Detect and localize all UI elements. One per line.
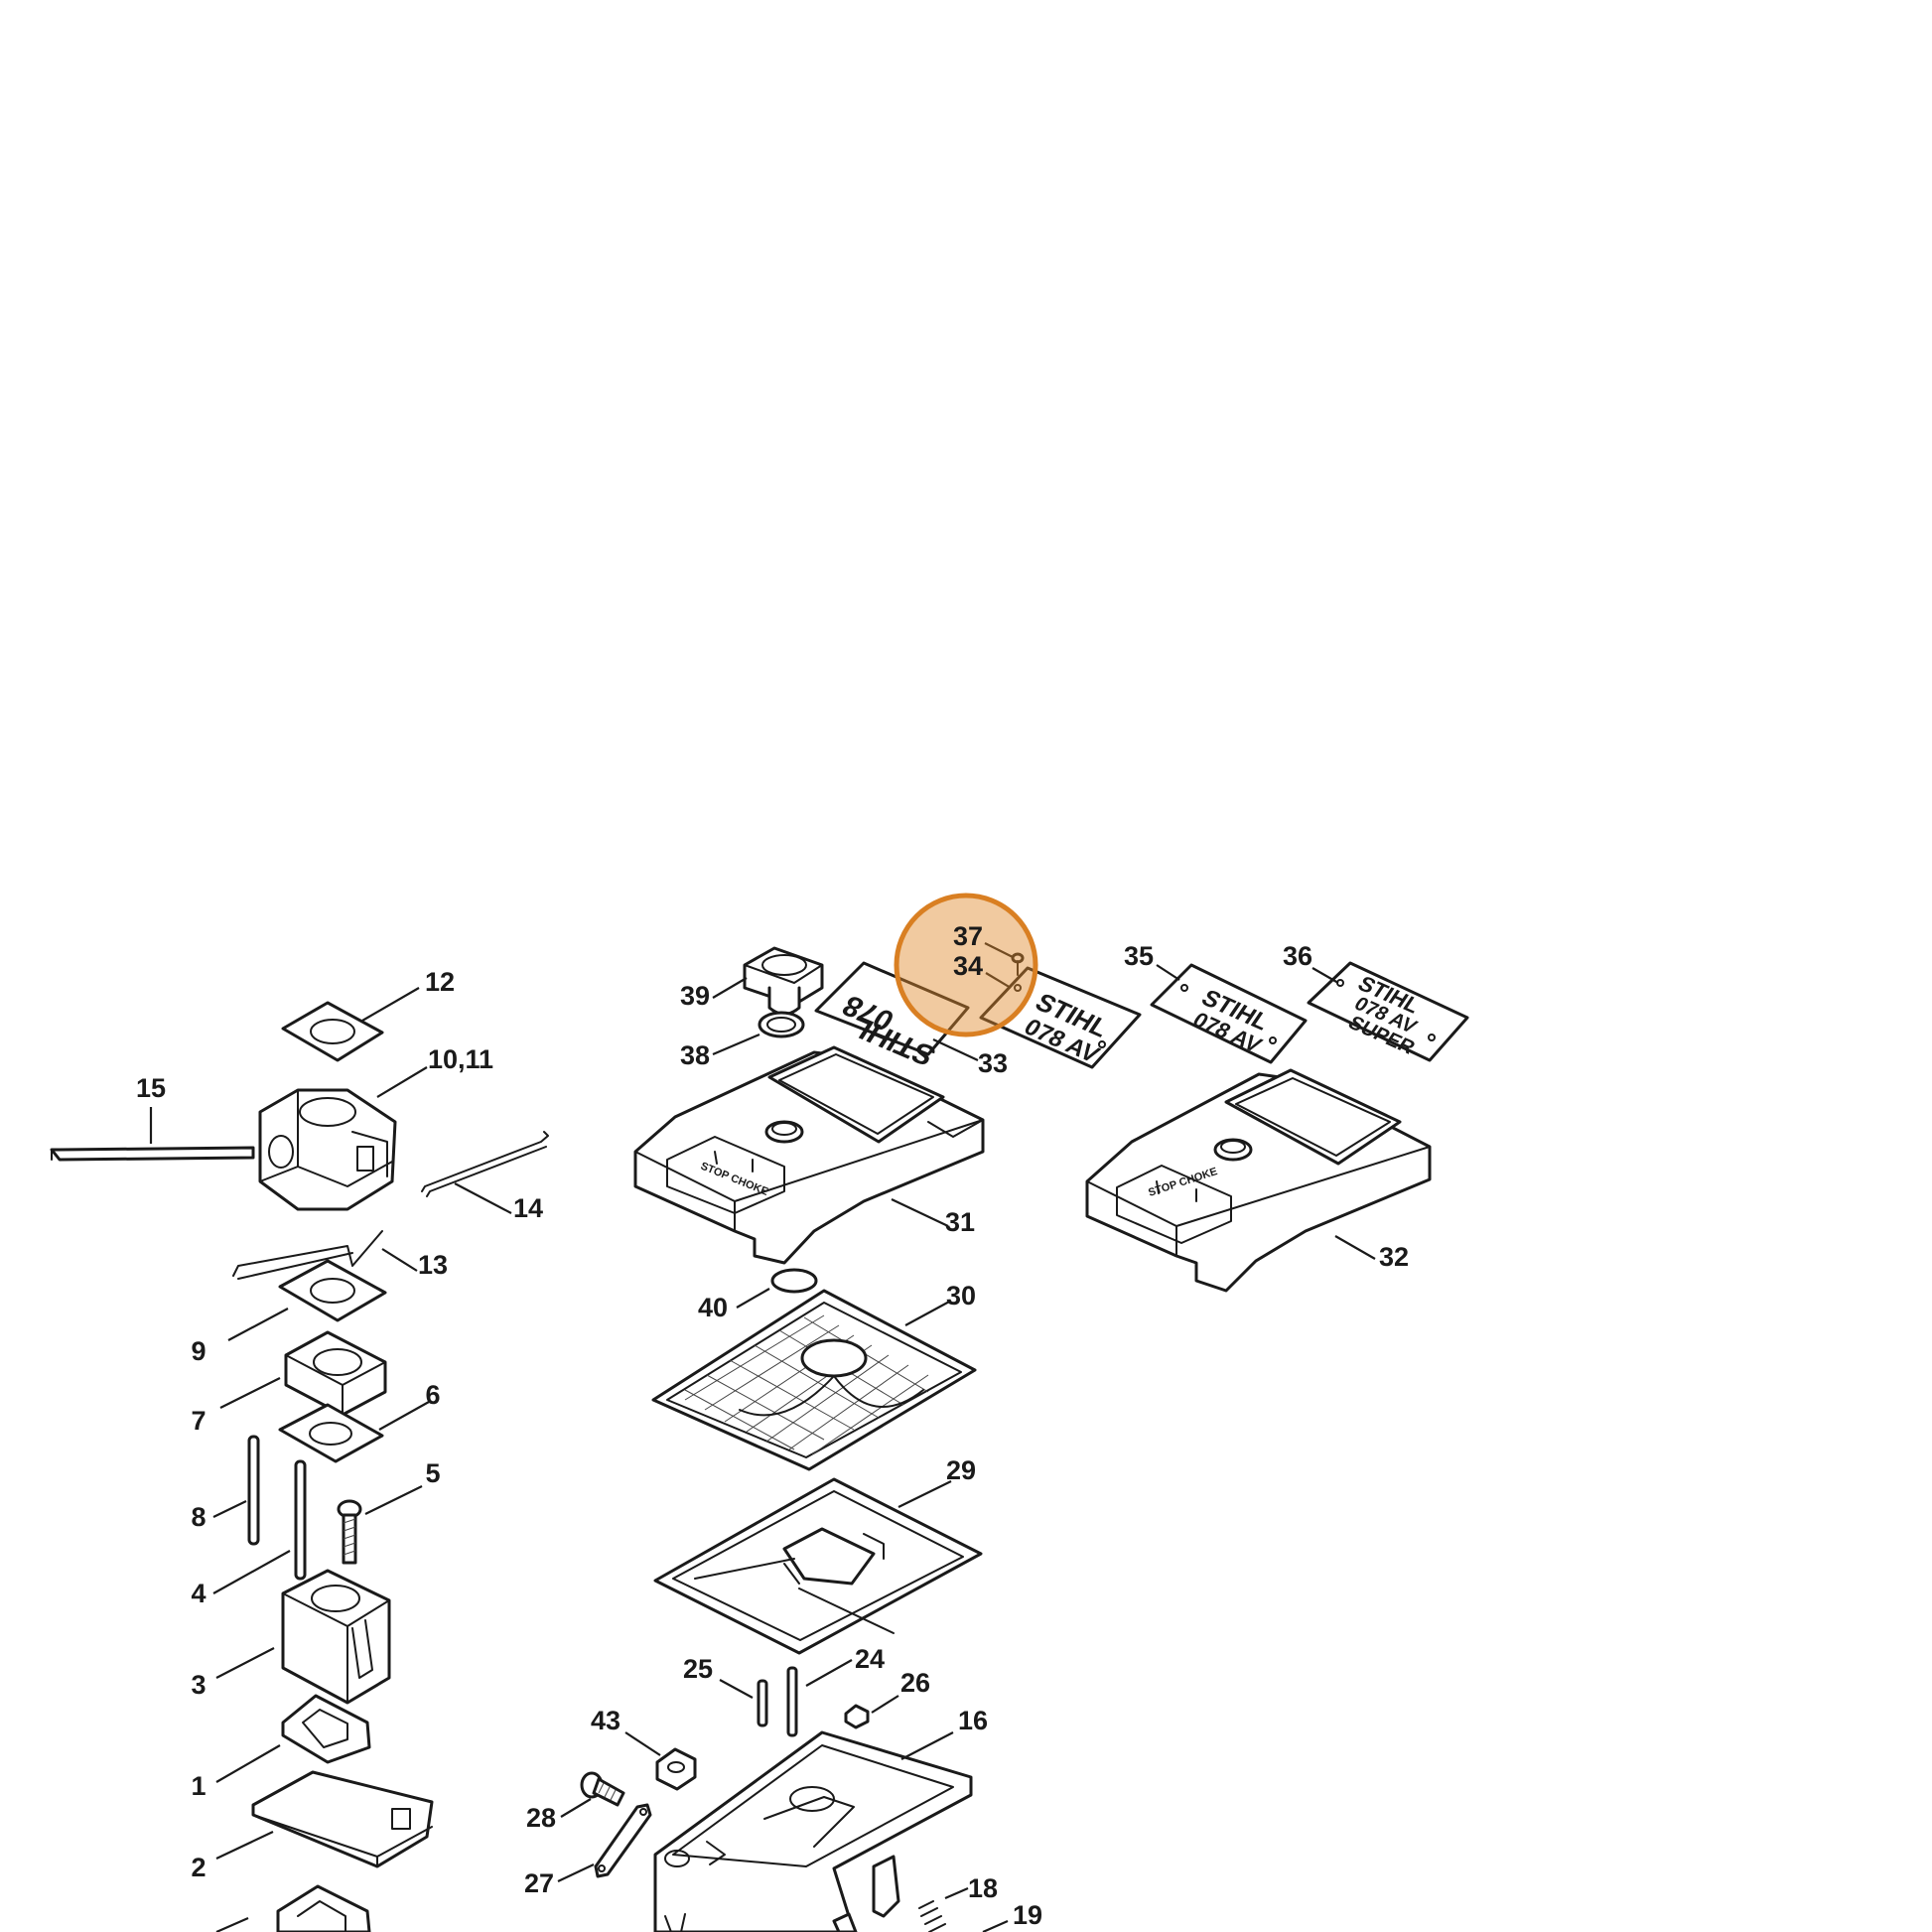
part-38-ring — [758, 1011, 805, 1038]
callout-6: 6 — [425, 1380, 440, 1410]
part-24-pin — [786, 1666, 798, 1737]
part-16-base-plate — [653, 1730, 973, 1932]
callout-35: 35 — [1124, 941, 1154, 971]
part-36-decal: STIHL 078 AV SUPER — [1307, 961, 1469, 1062]
part-35-decal: STIHL 078 AV — [1150, 963, 1308, 1064]
callout-27: 27 — [524, 1868, 554, 1898]
part-4-stud — [294, 1459, 307, 1581]
callout-25: 25 — [683, 1654, 713, 1684]
callout-8: 8 — [191, 1502, 206, 1532]
callout-28: 28 — [526, 1803, 556, 1833]
highlight-circle — [894, 893, 1038, 1037]
part-39-filler-cap — [743, 946, 824, 1016]
callout-14: 14 — [513, 1193, 543, 1223]
callout-34: 34 — [953, 951, 983, 981]
callout-1: 1 — [191, 1771, 206, 1801]
callout-26: 26 — [900, 1668, 930, 1698]
part-28-screw — [580, 1771, 625, 1807]
part-10-11-carburetor — [258, 1088, 397, 1211]
part-32-air-filter-cover: STOP CHOKE — [1085, 1068, 1432, 1293]
callout-31: 31 — [945, 1207, 975, 1237]
part-27-link — [594, 1803, 652, 1878]
callout-13: 13 — [418, 1250, 448, 1280]
callout-5: 5 — [425, 1458, 440, 1488]
callout-40: 40 — [698, 1293, 728, 1322]
callout-3: 3 — [191, 1670, 206, 1700]
part-30-air-filter — [651, 1289, 977, 1471]
callout-18: 18 — [968, 1873, 998, 1903]
callout-30: 30 — [946, 1281, 976, 1311]
callout-37: 37 — [953, 921, 983, 951]
part-1-gasket — [281, 1694, 371, 1764]
part-6-gasket — [278, 1403, 384, 1463]
callout-24: 24 — [855, 1644, 885, 1674]
part-34-decal: STIHL 078 AV — [979, 966, 1142, 1069]
callout-39: 39 — [680, 981, 710, 1011]
part-5-screw — [337, 1499, 362, 1565]
part-12-gasket — [281, 1001, 384, 1062]
callout-labels: 1 2 3 4 5 6 7 8 9 10,11 12 13 14 15 16 1… — [136, 921, 1409, 1930]
callout-12: 12 — [425, 967, 455, 997]
part-43-nut — [655, 1747, 697, 1791]
callout-4: 4 — [191, 1579, 206, 1608]
part-18-spring — [918, 1900, 946, 1932]
callout-32: 32 — [1379, 1242, 1409, 1272]
part-8-stud — [247, 1435, 260, 1546]
callout-9: 9 — [191, 1336, 206, 1366]
part-lower-fragment — [664, 1912, 858, 1932]
callout-19: 19 — [1013, 1900, 1042, 1930]
callout-29: 29 — [946, 1455, 976, 1485]
callout-33: 33 — [978, 1048, 1008, 1078]
part-29-filter-base — [653, 1477, 983, 1655]
part-14-rod — [421, 1131, 549, 1197]
part-lower-gasket — [276, 1884, 371, 1932]
part-25-pin — [757, 1679, 768, 1727]
part-37-screw — [1011, 952, 1025, 976]
callout-36: 36 — [1283, 941, 1312, 971]
callout-38: 38 — [680, 1040, 710, 1070]
part-7-flange — [284, 1330, 387, 1417]
callout-10-11: 10,11 — [428, 1044, 493, 1074]
callout-43: 43 — [591, 1706, 621, 1735]
callout-16: 16 — [958, 1706, 988, 1735]
part-15-tube — [50, 1146, 255, 1162]
part-9-gasket — [278, 1259, 387, 1322]
part-40-clip — [770, 1268, 818, 1294]
part-2-plate — [251, 1770, 434, 1868]
part-13-rod — [232, 1230, 383, 1280]
part-3-intake-block — [281, 1569, 391, 1705]
part-26-nut — [844, 1704, 870, 1729]
callout-2: 2 — [191, 1853, 206, 1882]
part-31-air-filter-cover: STOP CHOKE — [633, 1045, 985, 1265]
callout-15: 15 — [136, 1073, 166, 1103]
callout-7: 7 — [191, 1406, 206, 1436]
